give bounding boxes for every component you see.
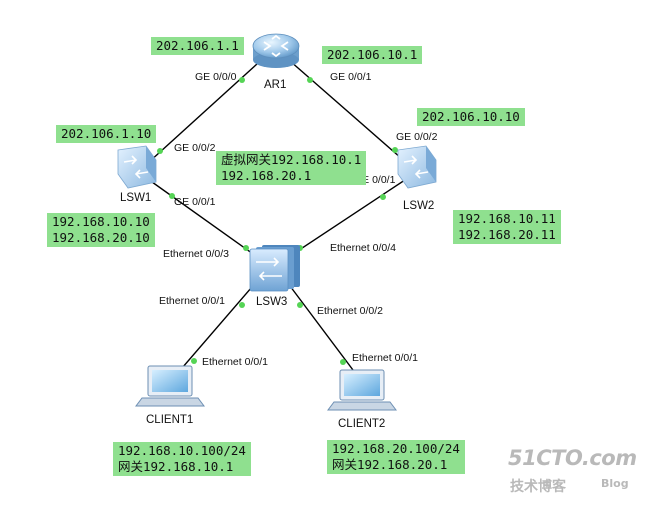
port-label: Ethernet 0/0/2 (317, 305, 383, 317)
device-name-lsw1: LSW1 (120, 192, 152, 204)
router-icon (252, 33, 300, 68)
address-label: 202.106.10.1 (322, 46, 423, 64)
laptop-icon (327, 369, 397, 411)
port-dot (239, 302, 245, 308)
address-label: 202.106.1.10 (56, 125, 157, 143)
laptop-icon (135, 365, 205, 407)
watermark-site: 51CTO.com (508, 446, 637, 470)
port-label: Ethernet 0/0/4 (330, 242, 396, 254)
port-label: Ethernet 0/0/1 (352, 352, 418, 364)
port-label: GE 0/0/0 (195, 71, 237, 83)
port-dot (392, 147, 398, 153)
port-label: GE 0/0/2 (396, 131, 438, 143)
device-name-ar1: AR1 (264, 79, 287, 91)
port-label: GE 0/0/2 (174, 142, 216, 154)
port-label: Ethernet 0/0/1 (202, 356, 268, 368)
port-dot (169, 193, 175, 199)
address-label: 202.106.1.1 (151, 37, 244, 55)
port-dot (307, 77, 313, 83)
port-dot (297, 302, 303, 308)
watermark-blog: Blog (601, 477, 629, 490)
port-dot (239, 77, 245, 83)
address-label: 202.106.10.10 (417, 108, 525, 126)
watermark-sub: 技术博客 (510, 479, 566, 495)
link-lsw1-lsw3 (137, 171, 271, 267)
device-name-client1: CLIENT1 (146, 414, 194, 426)
switch-icon (117, 145, 157, 189)
port-label: Ethernet 0/0/3 (163, 248, 229, 260)
device-name-lsw2: LSW2 (403, 200, 435, 212)
port-dot (243, 245, 249, 251)
port-dot (157, 148, 163, 154)
port-label: GE 0/0/1 (330, 71, 372, 83)
device-name-client2: CLIENT2 (338, 418, 386, 430)
port-label: Ethernet 0/0/1 (159, 295, 225, 307)
port-dot (380, 194, 386, 200)
device-name-lsw3: LSW3 (256, 296, 288, 308)
port-dot (191, 358, 197, 364)
switch-icon (249, 245, 300, 292)
switch-icon (397, 145, 437, 189)
port-dot (340, 359, 346, 365)
port-label: GE 0/0/1 (174, 196, 216, 208)
